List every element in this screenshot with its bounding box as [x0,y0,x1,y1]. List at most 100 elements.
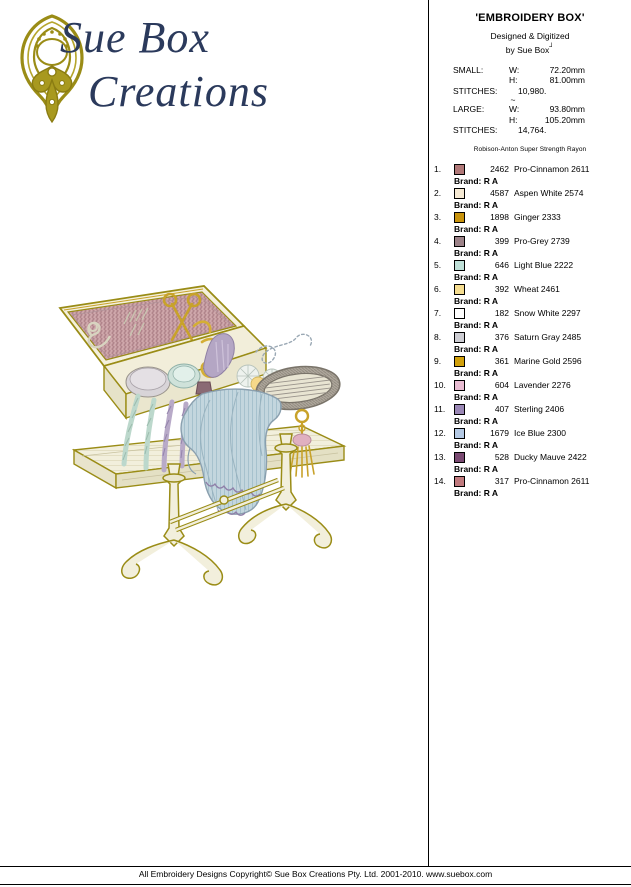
thread-color-brand: Brand: R A [454,319,499,330]
stitches-value-large: 14,764. [518,125,547,136]
thread-color-name: Ducky Mauve 2422 [514,452,587,463]
thread-color-brand: Brand: R A [454,295,499,306]
thread-color-code: 317 [494,476,509,487]
leg-front [121,463,224,586]
vertical-divider [428,0,429,866]
size-width-label-small: W: [509,64,520,75]
thread-color-index: 13. [434,452,446,463]
thread-color-row: 1. 2462 Pro-Cinnamon 2611 [432,163,631,176]
embroidery-design-artwork [52,278,352,618]
thread-color-code: 1679 [490,428,509,439]
thread-color-index: 6. [434,284,442,295]
thread-color-name: Lavender 2276 [514,380,571,391]
thread-color-swatch [454,283,465,295]
scissors-icon [162,292,202,342]
svg-text:Creations: Creations [88,67,269,116]
tassel [289,408,315,478]
footer-rule-top [0,866,631,867]
box-contents [125,333,282,398]
credit-line-1: Designed & Digitized [490,31,570,41]
thread-color-name: Light Blue 2222 [514,260,574,271]
thread-color-index: 1. [434,164,442,175]
lid-tools [87,321,112,349]
thread-color-name: Saturn Gray 2485 [514,332,582,343]
credit-author: by Sue Box [505,44,550,55]
thread-color-brand: Brand: R A [454,223,499,234]
thread-color-index: 8. [434,332,442,343]
thread-color-swatch [454,331,465,343]
thread-color-brand: Brand: R A [454,463,499,474]
size-height-label-small: H: [509,75,518,86]
thread-brand-note: Robison-Anton Super Strength Rayon [473,145,587,153]
thread-color-name: Pro-Grey 2739 [514,236,570,247]
thread-color-code: 399 [494,236,509,247]
stitches-label-large: STITCHES: [453,125,498,136]
thread-color-row: 8. 376 Saturn Gray 2485 [432,331,631,344]
thread-color-name: Snow White 2297 [514,308,581,319]
thread-color-code: 2462 [490,164,509,175]
size-row-small-width: SMALL: W: 72.20mm [453,65,631,76]
thread-color-name: Ice Blue 2300 [514,428,566,439]
thread-trail [255,333,313,364]
stitches-value-small: 10,980. [518,85,547,96]
thread-color-brand: Brand: R A [454,199,499,210]
svg-text:Sue Box: Sue Box [60,13,210,62]
credit-mark: ┘ [549,44,555,51]
size-height-value-small: 81.00mm [549,75,585,86]
thread-color-code: 528 [494,452,509,463]
thread-color-code: 4587 [490,188,509,199]
thread-color-name: Marine Gold 2596 [514,356,582,367]
thread-color-code: 376 [494,332,509,343]
size-height-label-large: H: [509,114,518,125]
thread-color-name: Pro-Cinnamon 2611 [514,164,590,175]
thread-color-code: 646 [494,260,509,271]
size-width-value-large: 93.80mm [549,104,585,115]
size-specifications: SMALL: W: 72.20mm H: 81.00mm STITCHES: 1… [429,65,631,136]
size-spacer-small [453,75,509,86]
thread-color-name: Pro-Cinnamon 2611 [514,476,590,487]
size-row-small-height: H: 81.00mm [453,75,631,86]
thread-color-code: 182 [494,308,509,319]
thread-color-swatch [454,259,465,271]
sue-box-creations-logo: Sue Box Creations [8,4,270,126]
thread-color-brand: Brand: R A [454,487,499,498]
size-height-value-large: 105.20mm [544,114,585,125]
thread-color-swatch [454,379,465,391]
thread-color-swatch [454,307,465,319]
thread-color-brand: Brand: R A [454,415,499,426]
draped-fabric [180,388,282,516]
size-row-large-height: H: 105.20mm [453,115,631,126]
size-row-large-width: LARGE: W: 93.80mm [453,104,631,115]
design-title: 'EMBROIDERY BOX' [475,12,585,24]
thread-color-name: Sterling 2406 [514,404,565,415]
size-row-small-stitches: STITCHES: 10,980. [453,86,631,97]
thread-color-code: 407 [494,404,509,415]
thread-color-index: 3. [434,212,442,223]
thread-color-swatch [454,403,465,415]
design-credit: Designed & Digitized by Sue Box┘ [429,31,631,56]
logo-wordmark: Sue Box Creations [60,13,269,116]
thread-color-brand: Brand: R A [454,271,499,282]
thread-color-brand: Brand: R A [454,247,499,258]
thread-color-name: Aspen White 2574 [514,188,584,199]
thread-color-swatch [454,235,465,247]
thread-color-code: 392 [494,284,509,295]
thread-color-index: 10. [434,380,446,391]
